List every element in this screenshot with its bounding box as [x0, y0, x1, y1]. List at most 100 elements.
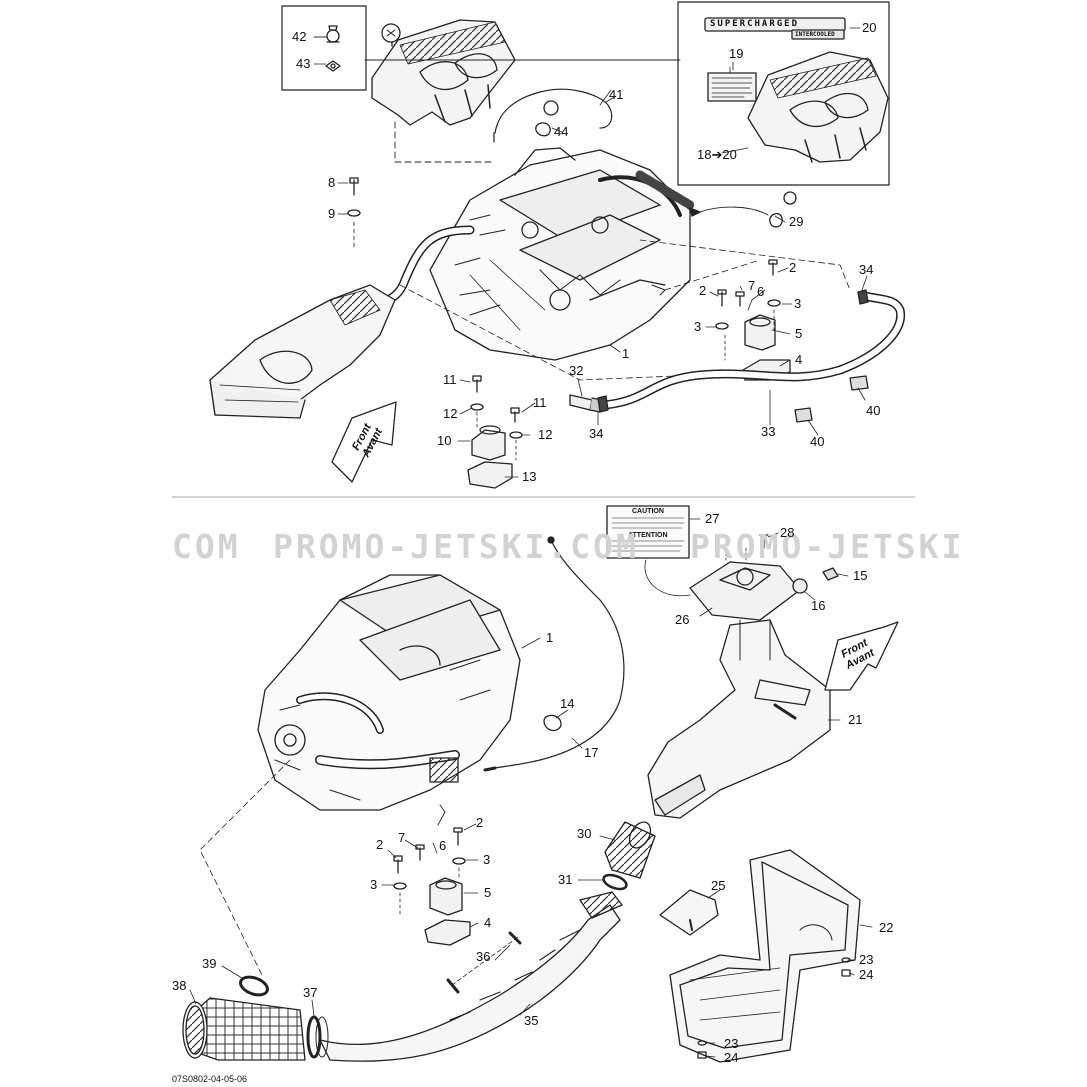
engine-cover-top	[371, 19, 516, 126]
callout-39: 39	[202, 956, 217, 971]
callout-24-right: 24	[859, 967, 874, 982]
engine-block-bottom	[257, 574, 521, 811]
nut-24a	[841, 969, 851, 977]
callout-11-left: 11	[443, 372, 457, 387]
callout-1-bottom: 1	[546, 630, 554, 645]
clamp-31	[602, 873, 628, 891]
callout-26: 26	[675, 612, 690, 627]
callout-41: 41	[609, 87, 624, 102]
motor-mount-top-left	[467, 375, 523, 489]
callout-6-bottom: 6	[439, 838, 447, 853]
hardware-inset-box	[281, 5, 367, 91]
callout-13: 13	[522, 469, 537, 484]
callout-14: 14	[560, 696, 575, 711]
grommet-43	[325, 60, 341, 72]
callout-36: 36	[476, 949, 491, 964]
callout-34-bottom: 34	[589, 426, 604, 441]
air-intake-duct-21	[647, 619, 831, 819]
callout-40-right: 40	[866, 403, 881, 418]
intake-filter-38	[182, 997, 306, 1061]
callout-38: 38	[172, 978, 187, 993]
callout-2-left-bottom: 2	[376, 837, 384, 852]
callout-2-right: 2	[789, 260, 797, 275]
airbox-top	[209, 284, 396, 419]
callout-33: 33	[761, 424, 776, 439]
caution-heading: CAUTION	[632, 508, 664, 515]
callout-21: 21	[848, 712, 863, 727]
fitting-32	[569, 394, 603, 413]
callout-15: 15	[853, 568, 868, 583]
callout-12-right: 12	[538, 427, 553, 442]
callout-28: 28	[780, 525, 795, 540]
clamp-36a	[446, 978, 460, 994]
callout-1-top: 1	[622, 346, 630, 361]
callout-7-bottom: 7	[398, 830, 406, 845]
callout-29: 29	[789, 214, 804, 229]
caution-decal-27	[606, 505, 690, 559]
callout-3-right-bottom: 3	[483, 852, 491, 867]
callout-4-bottom: 4	[484, 915, 492, 930]
callout-3-left: 3	[694, 319, 702, 334]
callout-3-left-bottom: 3	[370, 877, 378, 892]
supercharged-decal-text: SUPERCHARGED	[710, 19, 800, 29]
engine-block-top	[429, 147, 695, 361]
callout-11-right: 11	[533, 395, 547, 410]
callout-23-left: 23	[724, 1036, 739, 1051]
clamp-37	[306, 1015, 329, 1059]
callout-19: 19	[729, 46, 744, 61]
callout-43: 43	[296, 56, 311, 71]
callout-37: 37	[303, 985, 318, 1000]
front-arrow-top	[331, 401, 397, 483]
watermark-left: COM	[172, 527, 241, 566]
nut-24b	[697, 1051, 707, 1059]
attention-heading: ATTENTION	[628, 532, 668, 539]
callout-6: 6	[757, 284, 765, 299]
callout-2-left: 2	[699, 283, 707, 298]
callout-25: 25	[711, 878, 726, 893]
cap-40-b	[794, 407, 813, 423]
clamp-34-top	[857, 289, 869, 305]
clamp-39	[239, 975, 269, 997]
callout-5-bottom: 5	[484, 885, 492, 900]
callout-3-right: 3	[794, 296, 802, 311]
grommet-16	[792, 578, 808, 594]
callout-8: 8	[328, 175, 336, 190]
bolt-8	[349, 177, 359, 196]
document-id: 07S0802-04-05-06	[172, 1074, 248, 1084]
clamp-36b	[508, 931, 522, 945]
callout-16: 16	[811, 598, 826, 613]
clip-44	[535, 100, 559, 137]
coupler-30	[604, 821, 656, 879]
screw-28	[759, 534, 769, 549]
callout-40-left: 40	[810, 434, 825, 449]
callout-27: 27	[705, 511, 720, 526]
callout-24-left: 24	[724, 1050, 739, 1065]
warning-decal-19	[707, 66, 757, 102]
motor-mount-bottom	[393, 827, 471, 946]
callout-9: 9	[328, 206, 336, 221]
cable-17	[494, 539, 625, 769]
callout-4: 4	[795, 352, 803, 367]
callout-2-right-bottom: 2	[476, 815, 484, 830]
callout-5: 5	[795, 326, 803, 341]
front-arrow-bottom	[824, 621, 899, 691]
callout-20: 20	[862, 20, 877, 35]
callout-34-top: 34	[859, 262, 874, 277]
airbox-base-22	[669, 849, 861, 1063]
watermark-right: PROMO-JETSKI	[690, 527, 965, 566]
callout-10: 10	[437, 433, 452, 448]
clamp-29	[769, 191, 797, 228]
clip-15	[822, 567, 839, 581]
clip-14	[543, 714, 562, 732]
cover-25	[659, 889, 719, 936]
callout-31: 31	[558, 872, 573, 887]
fastener-42	[326, 25, 340, 43]
callout-18-20: 18➔20	[697, 147, 737, 162]
exhaust-hose-35	[319, 891, 623, 1062]
callout-17: 17	[584, 745, 599, 760]
cover-variant-inset-box	[677, 1, 890, 186]
watermark-main: PROMO-JETSKI.COM	[273, 527, 639, 566]
callout-32: 32	[569, 363, 584, 378]
callout-35: 35	[524, 1013, 539, 1028]
